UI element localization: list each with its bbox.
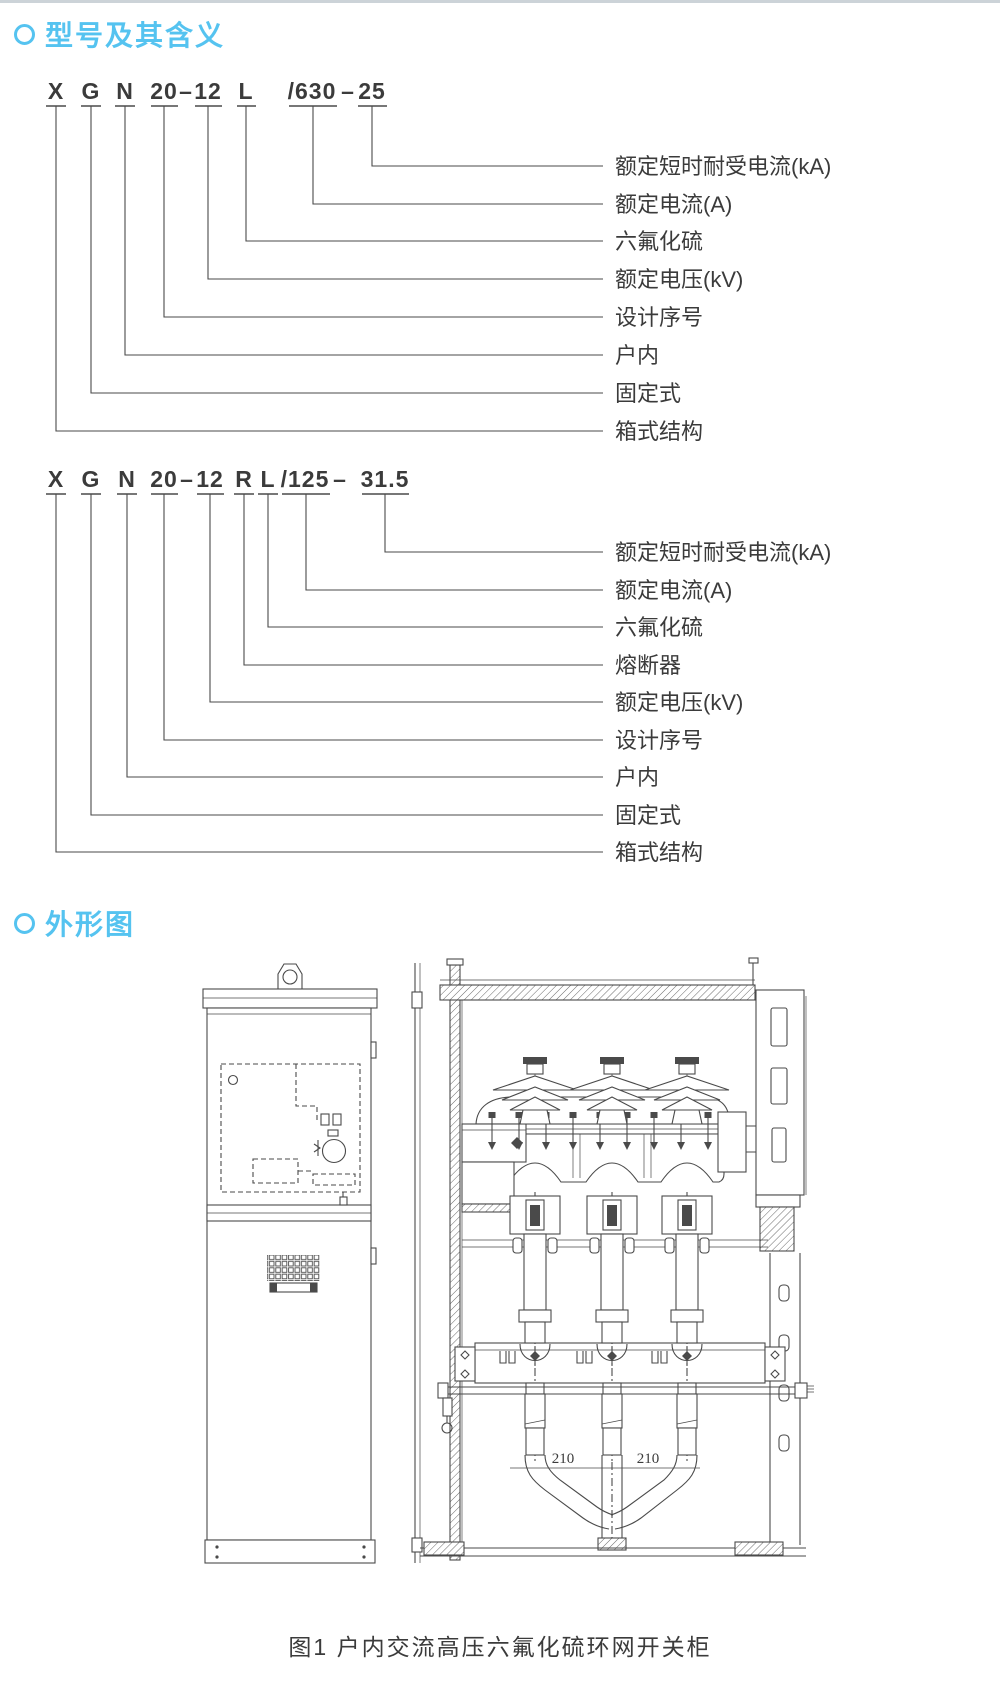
cabinet-base — [204, 1539, 376, 1564]
section-title-outline: 外形图 — [14, 903, 135, 943]
section-title-text: 外形图 — [45, 909, 136, 940]
fuse-columns — [499, 1192, 713, 1462]
model2-segment: X — [48, 466, 64, 492]
section-title-text: 型号及其含义 — [45, 20, 226, 51]
model2-segment: 12 — [196, 466, 224, 492]
model2-segment: G — [82, 466, 101, 492]
model1-segment: /630 — [288, 78, 337, 104]
operating-lever — [441, 1397, 453, 1434]
cables — [524, 1454, 698, 1552]
model2-segment: – — [333, 466, 347, 492]
model2-label: 额定电流(A) — [615, 578, 732, 603]
model2-label: 六氟化硫 — [615, 615, 703, 640]
model2-segment: N — [118, 466, 136, 492]
cabinet-top-cap — [202, 988, 378, 1009]
right-panel — [755, 989, 807, 1252]
top-beam — [439, 984, 756, 1001]
model1-segment: – — [341, 78, 355, 104]
dimension-label: 210 — [552, 1451, 575, 1467]
model2-segment: 20 — [150, 466, 178, 492]
model1-label: 设计序号 — [615, 305, 703, 330]
model2-label: 额定短时耐受电流(kA) — [615, 540, 831, 565]
hinge — [370, 1247, 377, 1265]
panel-hole — [227, 1074, 239, 1086]
model2-connectors — [55, 494, 603, 853]
tank-right-bracket — [717, 1111, 747, 1173]
model1-label: 固定式 — [615, 381, 681, 406]
front-view-drawing — [202, 963, 378, 1564]
left-post — [449, 964, 461, 1561]
model1-segment: 25 — [358, 78, 386, 104]
model2-label: 箱式结构 — [615, 840, 703, 865]
model1-segment: G — [82, 78, 101, 104]
model1-designation-diagram: X G N 20 – 12 L /630 – 25 额定短时耐受电流(kA) 额… — [46, 78, 831, 444]
right-wall — [769, 1253, 801, 1545]
section-title-model: 型号及其含义 — [14, 14, 225, 54]
model1-segment: 20 — [150, 78, 178, 104]
model1-segment: X — [48, 78, 64, 104]
model2-segment: R — [235, 466, 253, 492]
circle-bullet-icon — [14, 912, 35, 934]
model1-label: 额定电压(kV) — [615, 267, 743, 292]
model1-label: 户内 — [615, 343, 659, 368]
floor — [420, 1541, 806, 1557]
model1-connectors — [55, 106, 603, 432]
figure-caption: 图1 户内交流高压六氟化硫环网开关柜 — [288, 1634, 712, 1660]
model2-segment: /125 — [281, 466, 330, 492]
model2-label: 额定电压(kV) — [615, 690, 743, 715]
ventilation-grille — [267, 1255, 320, 1281]
model1-segment: L — [238, 78, 253, 104]
page-top-divider — [0, 0, 1000, 3]
model1-segment: 12 — [194, 78, 222, 104]
outline-drawings: 210 210 — [202, 957, 814, 1564]
inner-panel-dashed — [220, 1063, 361, 1193]
model2-segment: 31.5 — [361, 466, 410, 492]
model2-designation-diagram: X G N 20 – 12 R L /125 – 31.5 额定短时耐受电流(k… — [46, 466, 831, 865]
circle-bullet-icon — [14, 23, 35, 45]
support-bracket — [454, 1342, 786, 1384]
hinge — [370, 1041, 377, 1059]
model1-segment: N — [116, 78, 134, 104]
model2-label: 熔断器 — [615, 653, 681, 678]
model1-label: 额定电流(A) — [615, 192, 732, 217]
model1-segment: – — [179, 78, 193, 104]
model2-label: 户内 — [615, 765, 659, 790]
model2-label: 设计序号 — [615, 728, 703, 753]
busbar-rail — [437, 1382, 814, 1399]
dimension-label: 210 — [637, 1451, 660, 1467]
pressure-gauge — [313, 1113, 347, 1164]
model1-label: 额定短时耐受电流(kA) — [615, 154, 831, 179]
lifting-eye — [277, 963, 303, 990]
model1-label: 六氟化硫 — [615, 229, 703, 254]
side-section-drawing: 210 210 — [411, 957, 814, 1563]
bushing-insulators — [492, 1057, 730, 1125]
model1-label: 箱式结构 — [615, 419, 703, 444]
model2-label: 固定式 — [615, 803, 681, 828]
model2-segment: L — [260, 466, 275, 492]
model2-segment: – — [180, 466, 194, 492]
